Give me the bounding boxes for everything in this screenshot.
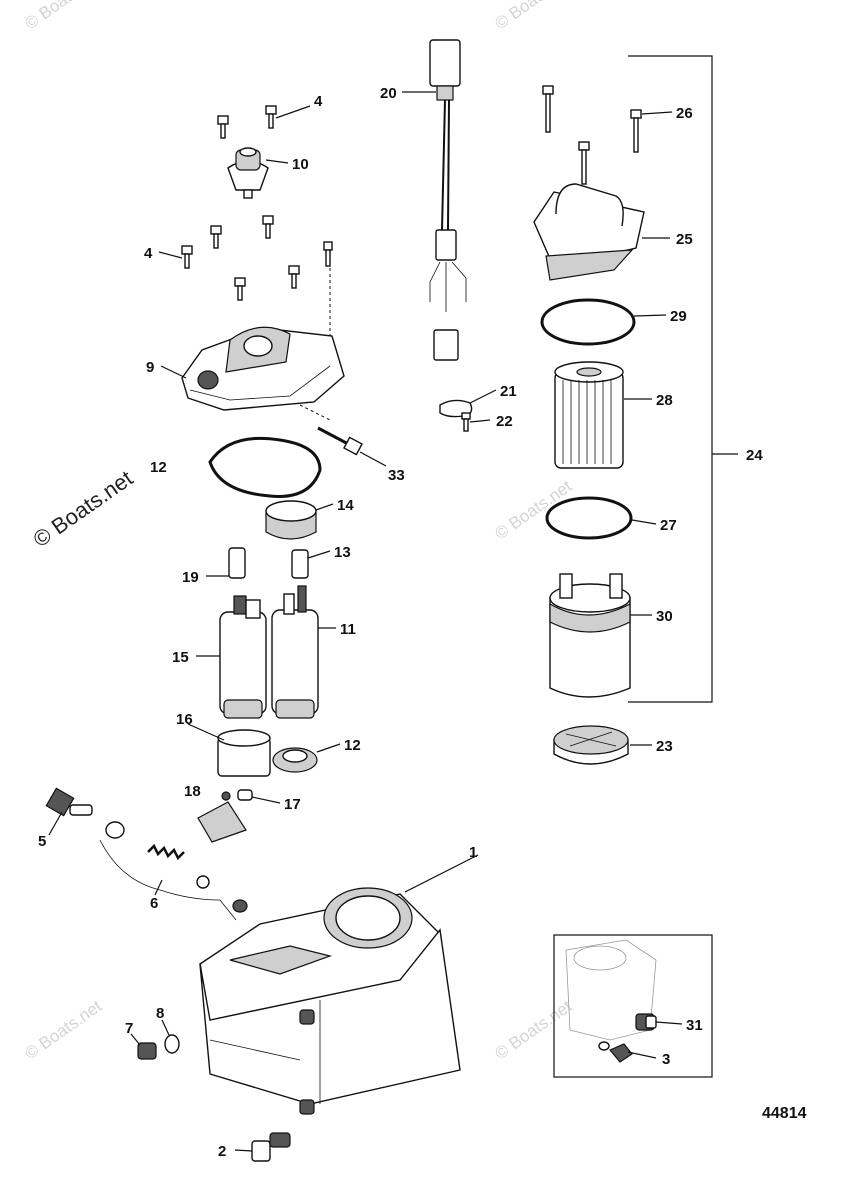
callout-23: 23 [656, 738, 673, 755]
cap-14 [265, 500, 317, 540]
plug-7 [137, 1042, 157, 1060]
assembly-bracket-24 [628, 55, 713, 703]
callout-2: 2 [218, 1143, 226, 1160]
callout-29: 29 [670, 308, 687, 325]
callout-16: 16 [176, 711, 193, 728]
callout-21: 21 [500, 383, 517, 400]
callout-26: 26 [676, 105, 693, 122]
screws-26 [542, 85, 642, 185]
fitting-5 [45, 787, 93, 817]
bolt-group-mid [181, 215, 333, 340]
callout-17: 17 [284, 796, 301, 813]
pressure-regulator [227, 147, 269, 199]
callout-28: 28 [656, 392, 673, 409]
filter-head-25 [533, 183, 645, 281]
callout-4-top: 4 [314, 93, 323, 110]
filter-element-28 [554, 361, 624, 469]
callout-1: 1 [469, 844, 477, 861]
cover-gasket [208, 436, 322, 498]
callout-19: 19 [182, 569, 199, 586]
callout-6: 6 [150, 895, 158, 912]
pump-cover [181, 326, 345, 421]
callout-20: 20 [380, 85, 397, 102]
watermark-main: © Boats.net [29, 465, 138, 552]
callout-15: 15 [172, 649, 189, 666]
o-ring-27 [545, 496, 633, 540]
callout-7: 7 [125, 1020, 133, 1037]
callout-14: 14 [337, 497, 354, 514]
callout-25: 25 [676, 231, 693, 248]
callout-12-gasket: 12 [150, 459, 167, 476]
callout-33: 33 [388, 467, 405, 484]
callout-11: 11 [340, 621, 356, 638]
o-ring-29 [540, 298, 636, 346]
figure-number: 44814 [762, 1105, 807, 1122]
watermark: © Boats.net [491, 0, 575, 33]
seal-8 [164, 1034, 180, 1054]
callout-8: 8 [156, 1005, 164, 1022]
watermark: © Boats.net [491, 996, 575, 1063]
callout-10: 10 [292, 156, 309, 173]
sleeve-13 [291, 549, 309, 579]
sleeve-19 [228, 547, 246, 579]
callout-5: 5 [38, 833, 46, 850]
callout-24: 24 [746, 447, 763, 464]
grommet-12 [272, 747, 318, 773]
fitting-31 [635, 1013, 657, 1031]
vapor-separator-housing [199, 887, 461, 1115]
callout-22: 22 [496, 413, 513, 430]
callout-13: 13 [334, 544, 351, 561]
ball-6 [196, 875, 210, 889]
filter-screen-17 [197, 789, 253, 843]
wiring-harness [429, 39, 467, 361]
watermark: © Boats.net [21, 0, 105, 33]
leader-lines [48, 91, 683, 1152]
fuel-pump-11 [271, 585, 319, 719]
watermark: © Boats.net [21, 996, 105, 1063]
screw-22 [461, 412, 471, 432]
fitting-3 [598, 1041, 633, 1063]
callout-31: 31 [686, 1017, 703, 1034]
callout-labels: 1 2 3 4 4 5 6 7 8 9 10 11 12 12 13 14 15… [38, 85, 763, 1160]
filter-bowl-30 [549, 573, 631, 698]
bowl-cap-23 [553, 725, 629, 765]
fitting-2 [251, 1132, 291, 1162]
callout-3: 3 [662, 1051, 670, 1068]
bracket-line-6 [99, 839, 237, 921]
callout-18: 18 [184, 783, 201, 800]
callout-9: 9 [146, 359, 154, 376]
plug-6 [232, 899, 248, 913]
fuel-pump-15 [219, 595, 267, 719]
callout-30: 30 [656, 608, 673, 625]
o-ring-18 [221, 791, 231, 801]
inset-frame [553, 934, 713, 1078]
bolt-group-top [217, 105, 277, 139]
sleeve-16 [217, 729, 271, 777]
washer-6a [105, 821, 125, 839]
screw-33 [317, 426, 363, 456]
spring-6 [147, 843, 185, 861]
callout-27: 27 [660, 517, 677, 534]
callout-12-grommet: 12 [344, 737, 361, 754]
callout-4-mid: 4 [144, 245, 153, 262]
